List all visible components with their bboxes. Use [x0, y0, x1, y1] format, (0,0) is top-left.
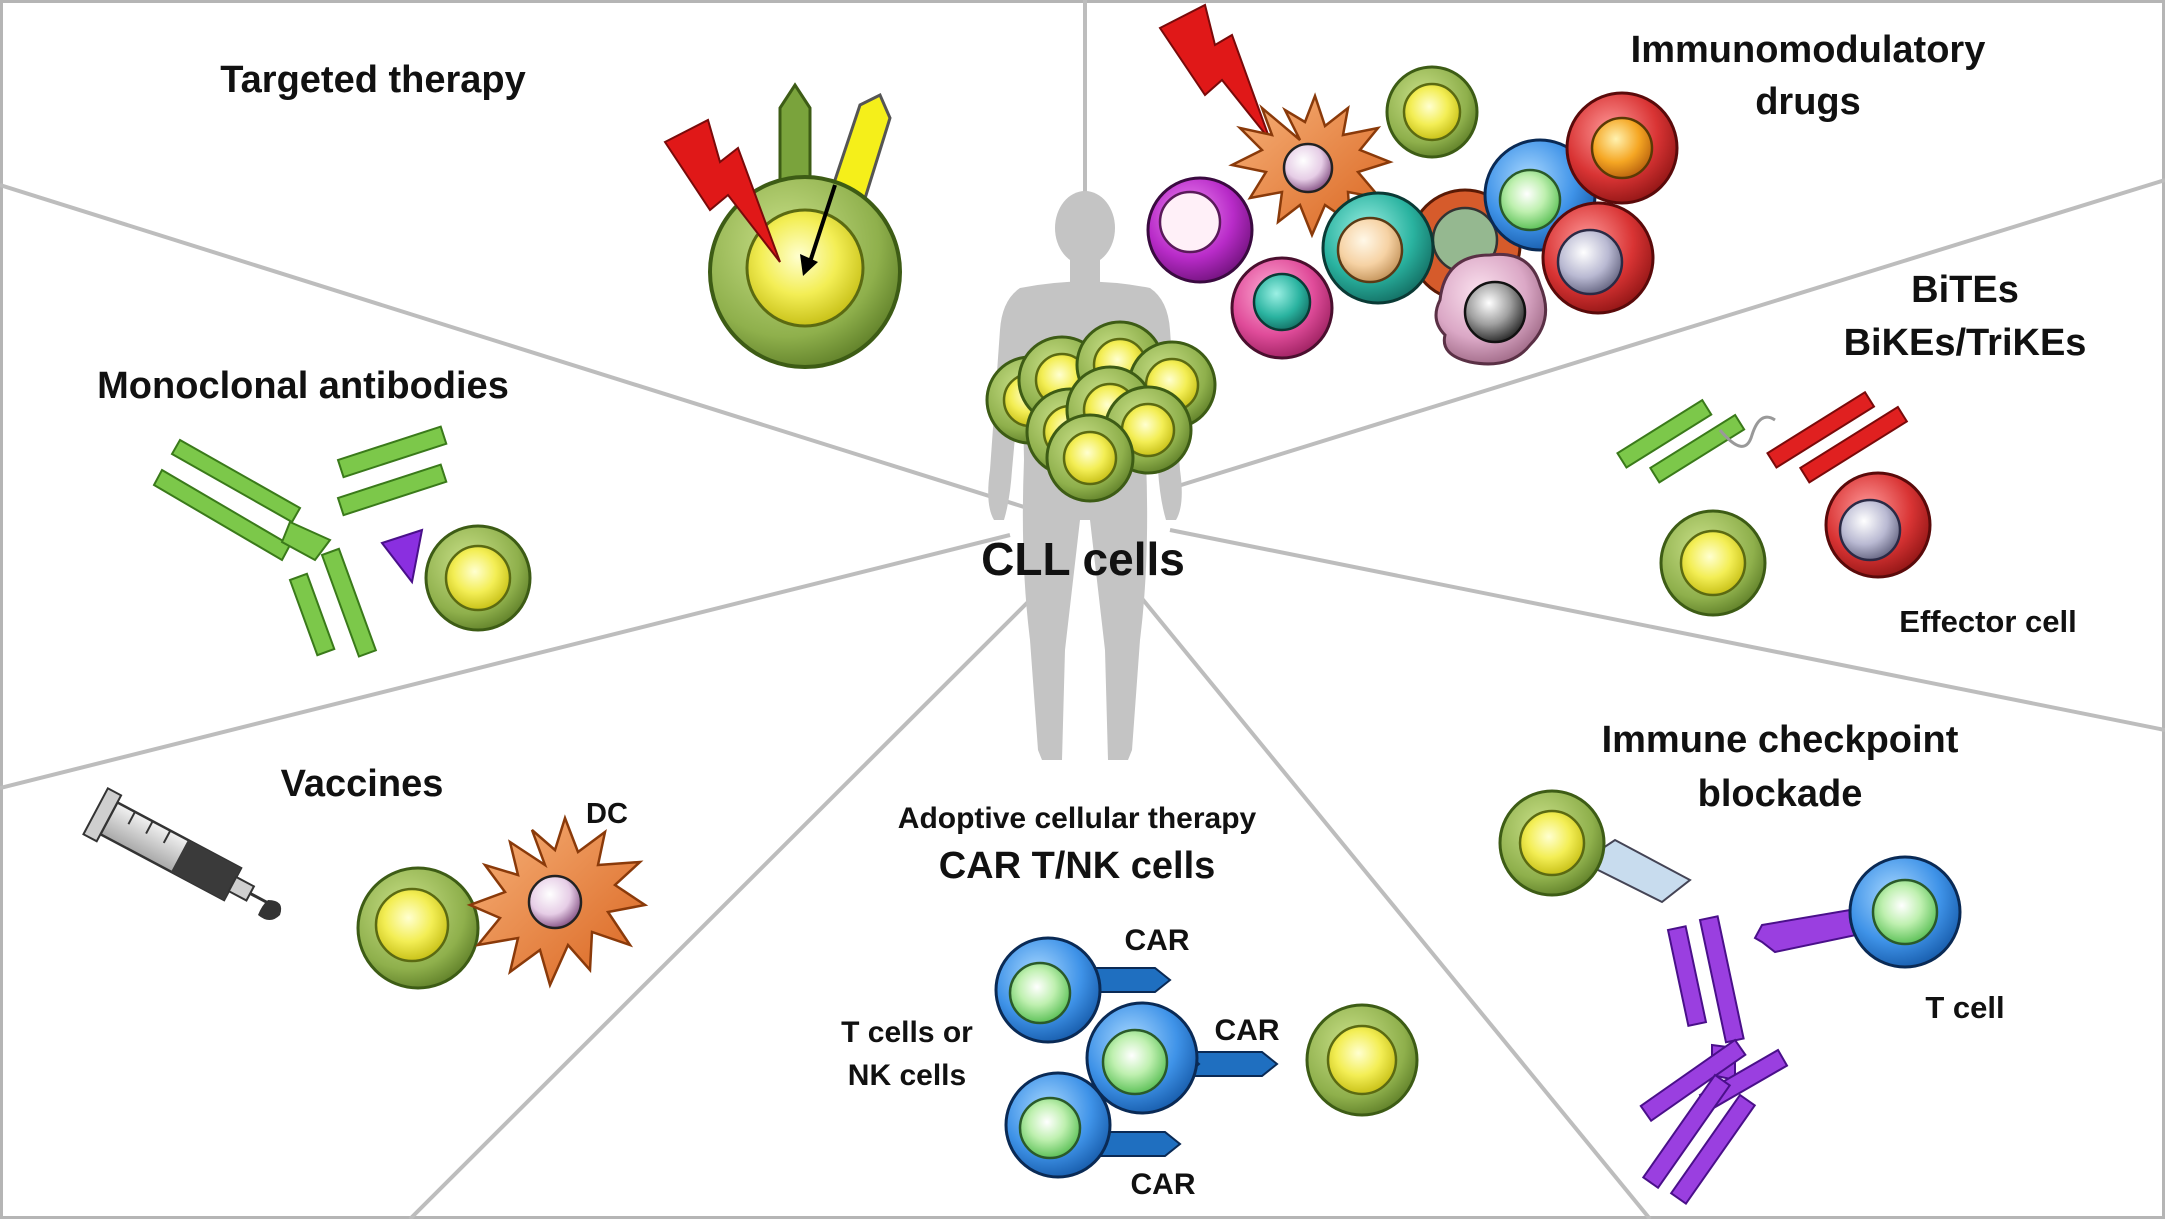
- car-t-cell: [1085, 1001, 1199, 1115]
- dendritic-cell: [466, 814, 649, 989]
- lightning-icon: [1158, 3, 1271, 141]
- bispecific-illustration: [1616, 390, 1932, 617]
- antibody-purple: [1639, 915, 1789, 1206]
- antibody-green: [152, 425, 448, 658]
- divider-bottom-right: [1133, 588, 1652, 1219]
- divider-upper-right: [1164, 178, 2165, 492]
- car-illustration: [994, 936, 1419, 1179]
- cll-cluster: [985, 320, 1217, 503]
- car-label: CAR: [1131, 1168, 1196, 1201]
- immune-cell: [1434, 252, 1548, 366]
- checkpoint-t-cell: [1848, 855, 1962, 969]
- car-title-line2: CAR T/NK cells: [939, 845, 1216, 887]
- immune-cell: [1146, 176, 1254, 284]
- targeted-therapy-title: Targeted therapy: [220, 59, 525, 101]
- divider-lower-left: [0, 533, 1011, 790]
- car-receptor: [1182, 1051, 1279, 1077]
- checkpoint-title-line1: Immune checkpoint: [1602, 719, 1959, 761]
- center-label: CLL cells: [981, 533, 1185, 585]
- divider-upper-left: [0, 183, 1041, 514]
- car-cells-label-line2: NK cells: [848, 1059, 966, 1092]
- car-title-line1: Adoptive cellular therapy: [898, 802, 1257, 835]
- car-target-cll-cell: [1305, 1003, 1419, 1117]
- bispecific-red-arms: [1766, 390, 1909, 484]
- bites-title-line2: BiKEs/TriKEs: [1844, 322, 2087, 364]
- immunomodulatory-illustration: [1146, 3, 1679, 366]
- immune-cell: [1385, 65, 1479, 159]
- vaccines-title: Vaccines: [281, 763, 444, 805]
- droplet-icon: [258, 900, 282, 920]
- t-cell-label: T cell: [1925, 990, 2004, 1025]
- car-cells-label-line1: T cells or: [841, 1016, 973, 1049]
- divider-lower-right: [1169, 528, 2165, 732]
- car-t-cell: [994, 936, 1102, 1044]
- mab-title: Monoclonal antibodies: [97, 365, 509, 407]
- car-label: CAR: [1125, 924, 1190, 957]
- immunomodulatory-title-line2: drugs: [1755, 81, 1861, 123]
- bispecific-linker: [1718, 415, 1776, 448]
- bispecific-green-arms: [1616, 398, 1746, 484]
- syringe-icon: [82, 786, 273, 907]
- effector-cell-label: Effector cell: [1899, 604, 2076, 639]
- immune-cell: [1230, 256, 1334, 360]
- checkpoint-illustration: [1498, 789, 1962, 1206]
- immunomodulatory-title-line1: Immunomodulatory: [1631, 29, 1986, 71]
- mab-cll-cell: [424, 524, 532, 632]
- effector-cell: [1824, 471, 1932, 579]
- immune-cell: [1565, 91, 1679, 205]
- immune-cell: [1321, 191, 1435, 305]
- vaccine-illustration: [82, 786, 649, 990]
- car-t-cell: [1004, 1071, 1112, 1179]
- dc-label: DC: [586, 798, 628, 830]
- pd-1-receptor: [1753, 908, 1858, 954]
- bites-cll-cell: [1659, 509, 1767, 617]
- vaccine-cll-cell: [356, 866, 480, 990]
- signal-arrow: [808, 184, 837, 263]
- cll-cell: [1045, 413, 1135, 503]
- immune-cell: [1541, 201, 1655, 315]
- targeted-therapy-illustration: [663, 82, 902, 369]
- divider-bottom-left: [408, 588, 1042, 1219]
- checkpoint-cll-cell: [1498, 789, 1606, 897]
- monoclonal-antibody-illustration: [152, 425, 532, 658]
- lightning-icon: [663, 118, 781, 263]
- antigen-triangle: [380, 528, 424, 585]
- car-label: CAR: [1215, 1014, 1280, 1047]
- bites-title-line1: BiTEs: [1911, 269, 2019, 311]
- checkpoint-title-line2: blockade: [1698, 773, 1863, 815]
